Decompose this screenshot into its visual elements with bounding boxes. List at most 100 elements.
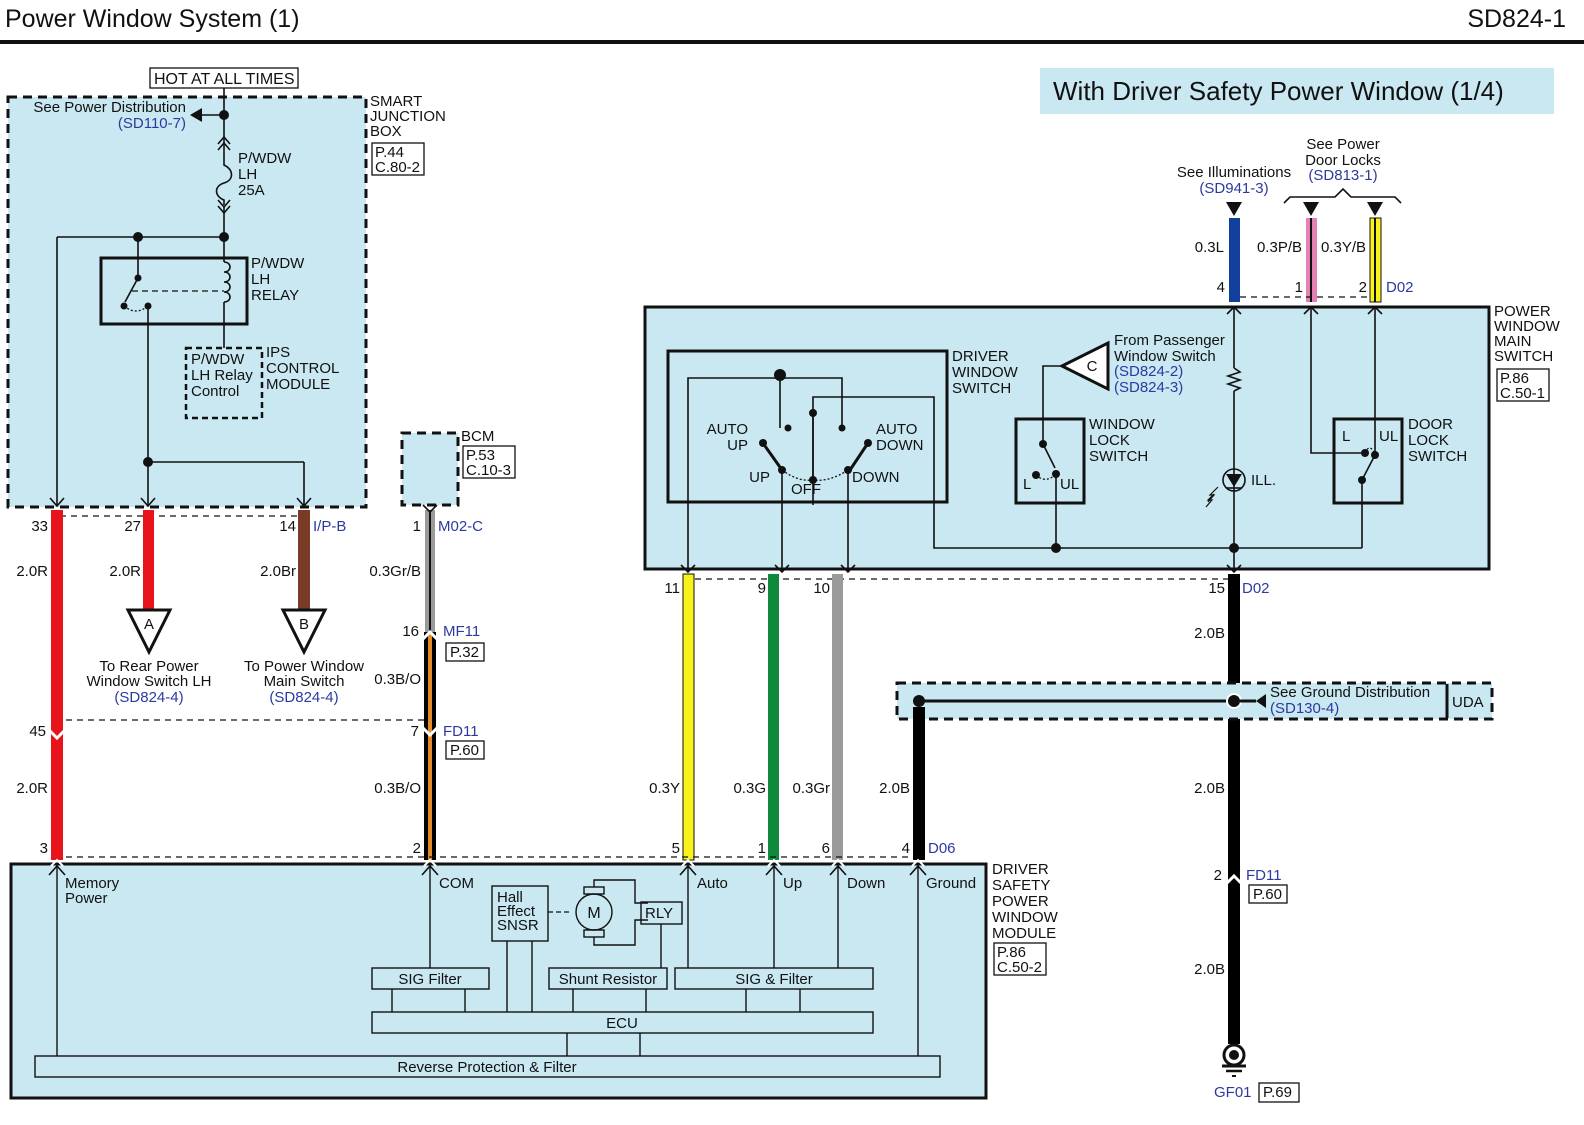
wire-down-gray[interactable] bbox=[832, 574, 843, 860]
wire-4-blue[interactable] bbox=[1229, 218, 1240, 302]
pwms-ref-1[interactable]: P.86 bbox=[1500, 370, 1529, 387]
svg-text:P.86C.50-1: P.86C.50-1 bbox=[1500, 370, 1545, 402]
sjb-ref-box bbox=[371, 142, 425, 176]
gauge-auto: 0.3Y bbox=[649, 780, 680, 797]
mid-wire-group: 11 9 10 0.3Y 0.3G 0.3Gr 2.0B 5 1 6 4 D06 bbox=[66, 573, 1228, 861]
offpage-connector-c[interactable] bbox=[1058, 340, 1110, 392]
fd11-ref[interactable]: P.60 bbox=[450, 742, 479, 759]
hall-3: SNSR bbox=[497, 917, 539, 934]
wire-27-red[interactable] bbox=[143, 510, 154, 610]
connector-ip-b: I/P-B bbox=[313, 518, 346, 535]
offpage-a-ref-link[interactable]: (SD824-4) bbox=[114, 689, 183, 706]
driver-window-switch[interactable] bbox=[666, 349, 949, 504]
bcm-label: BCM bbox=[461, 428, 494, 445]
sjb-ref-2[interactable]: C.80-2 bbox=[375, 159, 420, 176]
dspw-name-2: SAFETY bbox=[992, 877, 1050, 894]
pin-6: 6 bbox=[822, 840, 830, 857]
pwms-name-4: SWITCH bbox=[1494, 348, 1553, 365]
see-door-locks-1: See Power bbox=[1306, 136, 1379, 153]
window-lock-switch[interactable] bbox=[1014, 417, 1086, 505]
pin-3: 3 bbox=[40, 840, 48, 857]
pos-auto-up-1: AUTO bbox=[707, 421, 748, 438]
pos-down: DOWN bbox=[852, 469, 900, 486]
gauge-ground-3: 2.0B bbox=[1194, 961, 1225, 978]
offpage-connector-b[interactable] bbox=[280, 608, 328, 656]
offpage-c-ref-1[interactable]: (SD824-2) bbox=[1114, 363, 1183, 380]
wire-ground-d06[interactable] bbox=[913, 707, 925, 860]
ips-label-1: IPS bbox=[266, 344, 290, 361]
arrow-left-icon bbox=[190, 108, 202, 122]
ground-group: 15 D02 2.0B UDA See Ground Distribution … bbox=[895, 574, 1494, 1103]
wls-label-3: SWITCH bbox=[1089, 448, 1148, 465]
led-icon bbox=[1222, 468, 1246, 492]
fuse-label-1: P/WDW bbox=[238, 150, 292, 167]
dls-label-3: SWITCH bbox=[1408, 448, 1467, 465]
pin-45: 45 bbox=[29, 723, 46, 740]
see-door-locks-ref-link[interactable]: (SD813-1) bbox=[1308, 167, 1377, 184]
fuse-label-2: LH bbox=[238, 166, 257, 183]
fd11-ground-ref[interactable]: P.60 bbox=[1253, 886, 1282, 903]
pin-4-top: 4 bbox=[1217, 279, 1225, 296]
sjb-ref-1[interactable]: P.44 bbox=[375, 144, 404, 161]
see-ground-distribution: See Ground Distribution bbox=[1270, 684, 1430, 701]
gauge-down: 0.3Gr bbox=[792, 780, 830, 797]
page-code: SD824-1 bbox=[1467, 5, 1566, 33]
door-lock-switch[interactable] bbox=[1332, 417, 1404, 505]
pos-off: OFF bbox=[791, 481, 821, 498]
dspw-ref-1[interactable]: P.86 bbox=[997, 944, 1026, 961]
offpage-c-ref-2[interactable]: (SD824-3) bbox=[1114, 379, 1183, 396]
pwms-name-3: MAIN bbox=[1494, 333, 1532, 350]
term-memory: Memory bbox=[65, 875, 120, 892]
light-emission-icon bbox=[1205, 486, 1219, 508]
pin-2-fd11: 2 bbox=[1214, 867, 1222, 884]
bcm-ref-2[interactable]: C.10-3 bbox=[466, 462, 511, 479]
pin-7: 7 bbox=[411, 723, 419, 740]
gauge-mf11: 0.3B/O bbox=[374, 671, 421, 688]
offpage-connector-a[interactable] bbox=[125, 608, 173, 656]
connector-d02-top: D02 bbox=[1386, 279, 1414, 296]
wire-auto-yellow[interactable] bbox=[682, 573, 695, 861]
wire-up-green[interactable] bbox=[768, 574, 779, 860]
see-illuminations: See Illuminations bbox=[1177, 164, 1291, 181]
gf01-ref[interactable]: P.69 bbox=[1263, 1084, 1292, 1101]
offpage-b-ref-link[interactable]: (SD824-4) bbox=[269, 689, 338, 706]
term-com: COM bbox=[439, 875, 474, 892]
wire-ground-main[interactable] bbox=[1228, 574, 1240, 1044]
wire-14-brown[interactable] bbox=[298, 510, 310, 610]
wls-l: L bbox=[1023, 476, 1031, 493]
offpage-a-letter: A bbox=[144, 616, 154, 633]
ips-inner-1: P/WDW bbox=[191, 351, 245, 368]
see-power-ref-link[interactable]: (SD110-7) bbox=[118, 115, 186, 132]
wire-33-red[interactable] bbox=[51, 510, 63, 860]
offpage-c-letter: C bbox=[1087, 358, 1098, 375]
dls-label-2: LOCK bbox=[1408, 432, 1449, 449]
dws-label-1: DRIVER bbox=[952, 348, 1009, 365]
offpage-c-line-1: From Passenger bbox=[1114, 332, 1225, 349]
pwms-ref-2[interactable]: C.50-1 bbox=[1500, 385, 1545, 402]
dspw-name-3: POWER bbox=[992, 893, 1049, 910]
svg-text:P.53C.10-3: P.53C.10-3 bbox=[466, 447, 511, 479]
bcm-ref-1[interactable]: P.53 bbox=[466, 447, 495, 464]
mf11-ref[interactable]: P.32 bbox=[450, 644, 479, 661]
ips-inner-2: LH Relay bbox=[191, 367, 253, 384]
term-auto: Auto bbox=[697, 875, 728, 892]
dls-l: L bbox=[1342, 428, 1350, 445]
sjb-name-1: SMART bbox=[370, 93, 422, 110]
ill-label: ILL. bbox=[1251, 472, 1276, 489]
dspw-ref-2[interactable]: C.50-2 bbox=[997, 959, 1042, 976]
gauge-ground-d06: 2.0B bbox=[879, 780, 910, 797]
see-illuminations-ref-link[interactable]: (SD941-3) bbox=[1199, 180, 1268, 197]
hall-effect-sensor bbox=[491, 885, 549, 942]
see-ground-ref-link[interactable]: (SD130-4) bbox=[1270, 700, 1339, 717]
